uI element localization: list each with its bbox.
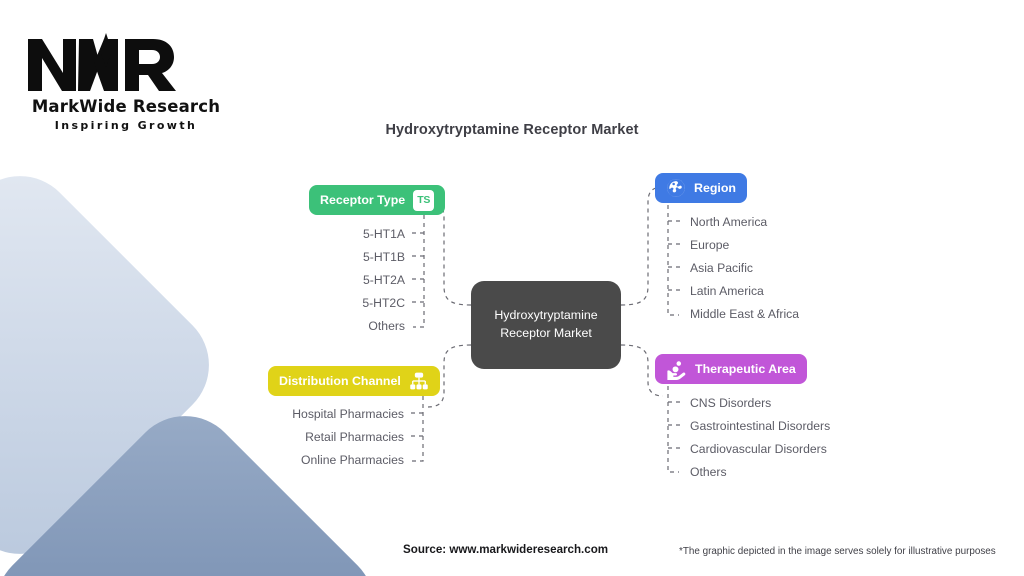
leaf-region-3: Latin America: [690, 284, 764, 298]
branch-label-distribution-channel: Distribution Channel: [279, 374, 401, 388]
branch-label-region: Region: [694, 181, 736, 195]
leaf-therapeutic-area-1: Gastrointestinal Disorders: [690, 419, 831, 433]
spine-receptor-type: [413, 215, 425, 328]
ts-chip-icon: TS: [413, 189, 435, 211]
ts-chip-text: TS: [413, 189, 435, 211]
leaf-distribution-channel-2: Online Pharmacies: [301, 453, 404, 467]
leaf-therapeutic-area-3: Others: [690, 465, 727, 479]
sitemap-icon: [409, 371, 429, 391]
center-node-line1: Hydroxytryptamine: [494, 308, 598, 323]
branch-badge-distribution-channel[interactable]: Distribution Channel: [268, 366, 440, 396]
leaf-therapeutic-area-2: Cardiovascular Disorders: [690, 442, 827, 456]
branch-badge-region[interactable]: Region: [655, 173, 747, 203]
leaf-receptor-type-3: 5-HT2C: [362, 296, 405, 310]
mwr-logomark-icon: [28, 33, 176, 91]
leaf-region-4: Middle East & Africa: [690, 307, 800, 321]
disclaimer-note: *The graphic depicted in the image serve…: [679, 546, 996, 557]
leaf-distribution-channel-1: Retail Pharmacies: [305, 430, 404, 444]
leaf-receptor-type-2: 5-HT2A: [363, 273, 405, 287]
hand-holding-person-icon: [666, 359, 687, 380]
leaf-receptor-type-0: 5-HT1A: [363, 227, 405, 241]
leaf-distribution-channel-0: Hospital Pharmacies: [292, 407, 404, 421]
branch-label-receptor-type: Receptor Type: [320, 193, 406, 207]
leaf-receptor-type-1: 5-HT1B: [363, 250, 405, 264]
leaf-region-1: Europe: [690, 238, 730, 252]
connector-region: [620, 186, 664, 306]
center-node[interactable]: Hydroxytryptamine Receptor Market: [471, 281, 621, 369]
branch-badge-receptor-type[interactable]: Receptor Type TS: [309, 185, 446, 215]
leaf-region-2: Asia Pacific: [690, 261, 753, 275]
connector-distribution-channel: [427, 344, 472, 408]
brand-logo: MarkWide Research Inspiring Growth: [26, 33, 226, 132]
spine-distribution-channel: [411, 396, 424, 462]
connector-therapeutic-area: [620, 344, 664, 397]
brand-tagline: Inspiring Growth: [54, 119, 198, 132]
branch-badge-therapeutic-area[interactable]: Therapeutic Area: [655, 354, 807, 384]
source-note: Source: www.markwideresearch.com: [403, 543, 609, 556]
leaf-region-0: North America: [690, 215, 768, 229]
spine-therapeutic-area: [667, 386, 679, 473]
branch-label-therapeutic-area: Therapeutic Area: [695, 362, 796, 376]
page-title: Hydroxytryptamine Receptor Market: [385, 122, 639, 138]
leaf-receptor-type-4: Others: [368, 319, 405, 333]
center-node-line2: Receptor Market: [500, 326, 592, 340]
brand-name: MarkWide Research: [31, 97, 221, 116]
connector-receptor-type: [427, 199, 472, 306]
globe-icon: [666, 178, 686, 198]
leaf-therapeutic-area-0: CNS Disorders: [690, 396, 772, 410]
